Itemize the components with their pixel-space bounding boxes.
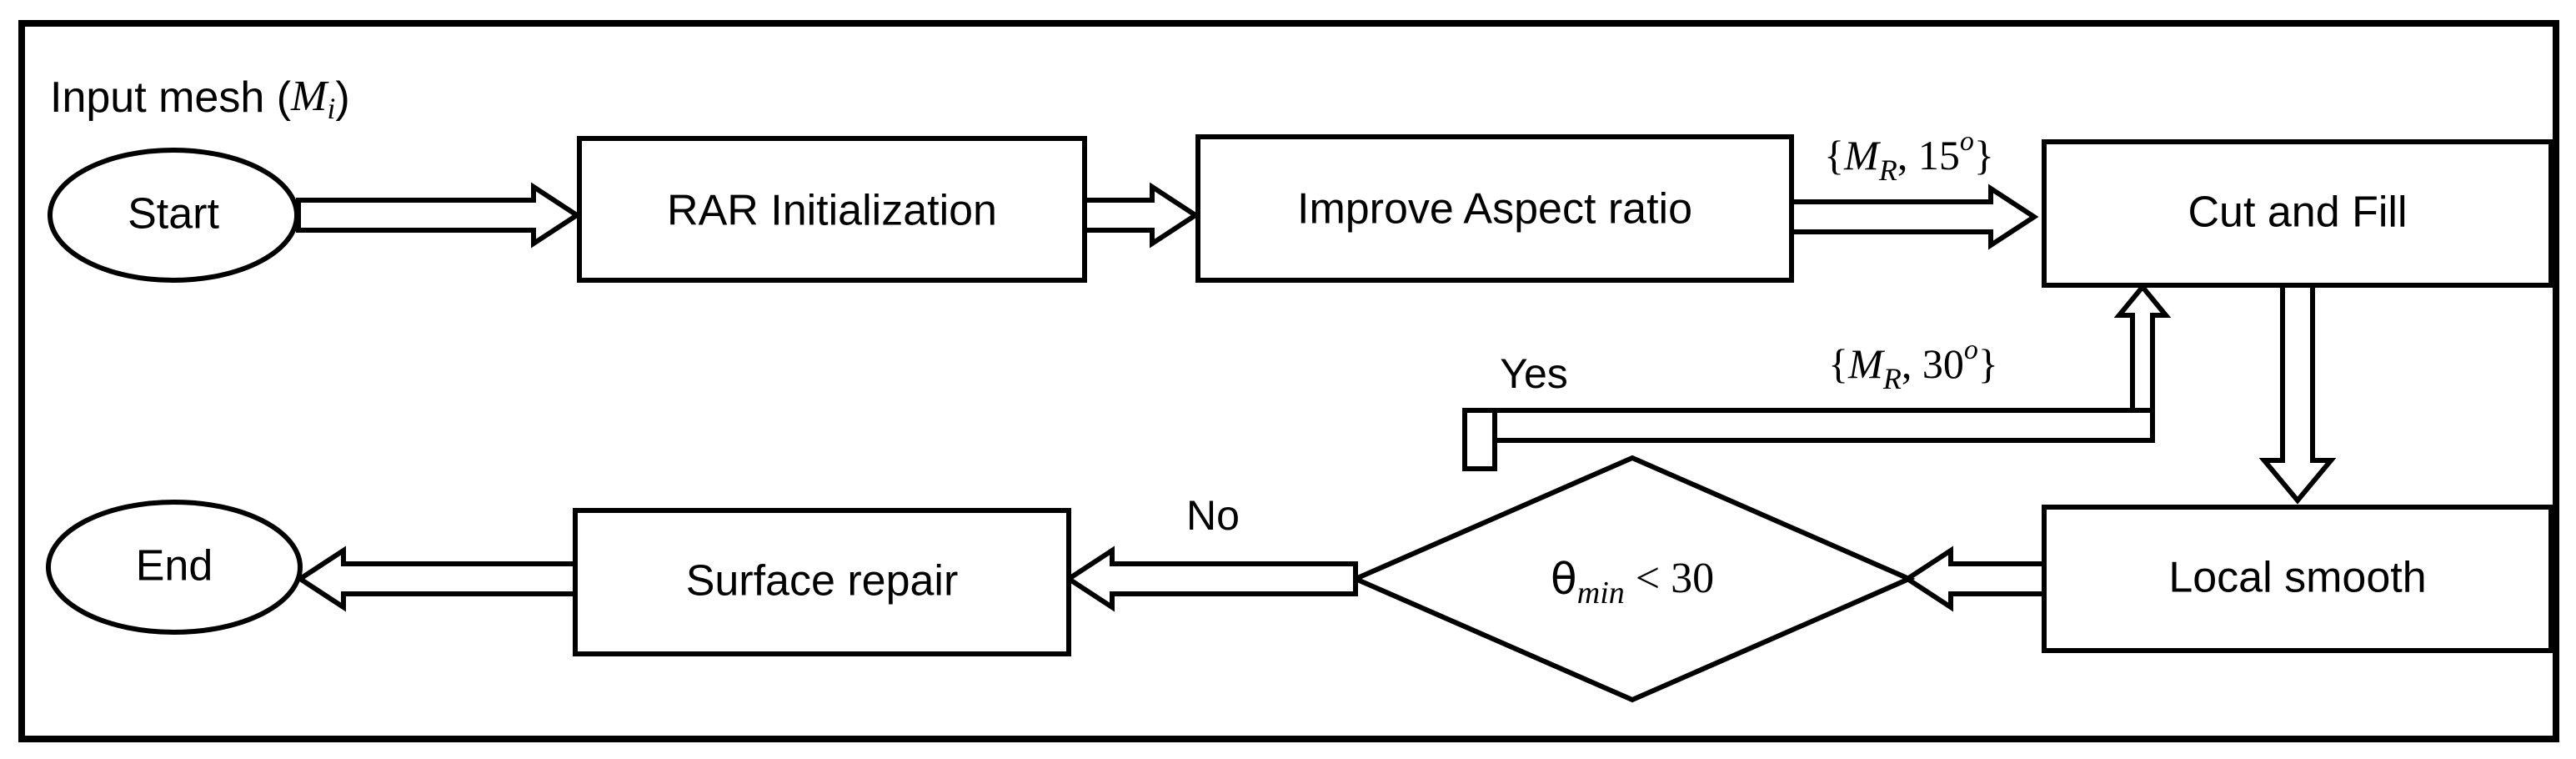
mr30-base: M (1847, 340, 1885, 387)
caption-input-mesh: Input mesh (Mi) (50, 73, 350, 125)
mr30-sup: o (1964, 334, 1978, 365)
edge-repair-to-end (295, 545, 578, 612)
edge-smooth-to-decision (1902, 545, 2047, 612)
node-end-label: End (136, 542, 213, 591)
edge-label-mr-15: {MR, 15o} (1824, 126, 1994, 187)
decision-rest: < 30 (1625, 555, 1714, 602)
node-local-smooth[interactable] (2042, 505, 2553, 653)
mr30-open: { (1828, 340, 1848, 387)
edge-rar-to-improve (1082, 182, 1200, 249)
edge-cutfill-to-smooth (2258, 283, 2337, 505)
caption-symbol-base: M (290, 73, 329, 120)
edge-yes-arrowhead-up (2113, 283, 2172, 428)
mr15-sub: R (1878, 153, 1897, 187)
node-cut-and-fill-label: Cut and Fill (2188, 188, 2408, 237)
node-local-smooth-label: Local smooth (2168, 554, 2426, 602)
node-decision-label: θmin < 30 (1551, 555, 1714, 611)
edge-improve-to-cutfill (1789, 183, 2039, 250)
mr30-sub: R (1882, 362, 1902, 395)
caption-suffix: ) (335, 73, 349, 122)
node-end[interactable] (46, 500, 303, 635)
node-rar-initialization-label: RAR Initialization (667, 187, 997, 235)
mr15-open: { (1824, 132, 1844, 178)
mr15-close: } (1974, 132, 1994, 178)
edge-decision-to-repair (1064, 545, 1358, 612)
mr30-close: } (1978, 340, 1998, 387)
mr15-base: M (1843, 132, 1881, 178)
caption-prefix: Input mesh ( (50, 73, 292, 122)
mr15-sup: o (1960, 126, 1974, 157)
decision-sub: min (1577, 576, 1625, 611)
node-start-label: Start (128, 190, 219, 239)
edge-start-to-rar (296, 182, 582, 249)
mr15-value: 15 (1918, 132, 1960, 178)
mr30-sep: , (1902, 340, 1922, 387)
edge-yes-vertical (1462, 408, 1497, 471)
node-surface-repair[interactable] (573, 508, 1071, 656)
edge-label-yes: Yes (1500, 350, 1568, 397)
edge-label-mr-30: {MR, 30o} (1828, 334, 1998, 395)
caption-symbol-sub: i (327, 92, 335, 125)
node-surface-repair-label: Surface repair (686, 557, 959, 606)
node-improve-aspect-ratio[interactable] (1195, 134, 1794, 283)
edge-label-no: No (1186, 492, 1240, 539)
node-improve-aspect-ratio-label: Improve Aspect ratio (1297, 185, 1692, 234)
decision-theta: θ (1551, 555, 1577, 605)
node-cut-and-fill[interactable] (2042, 139, 2553, 288)
mr30-value: 30 (1922, 340, 1964, 387)
edge-yes-horizontal (1462, 408, 2155, 443)
node-decision-theta-min[interactable] (1349, 455, 1916, 703)
mr15-sep: , (1897, 132, 1918, 178)
